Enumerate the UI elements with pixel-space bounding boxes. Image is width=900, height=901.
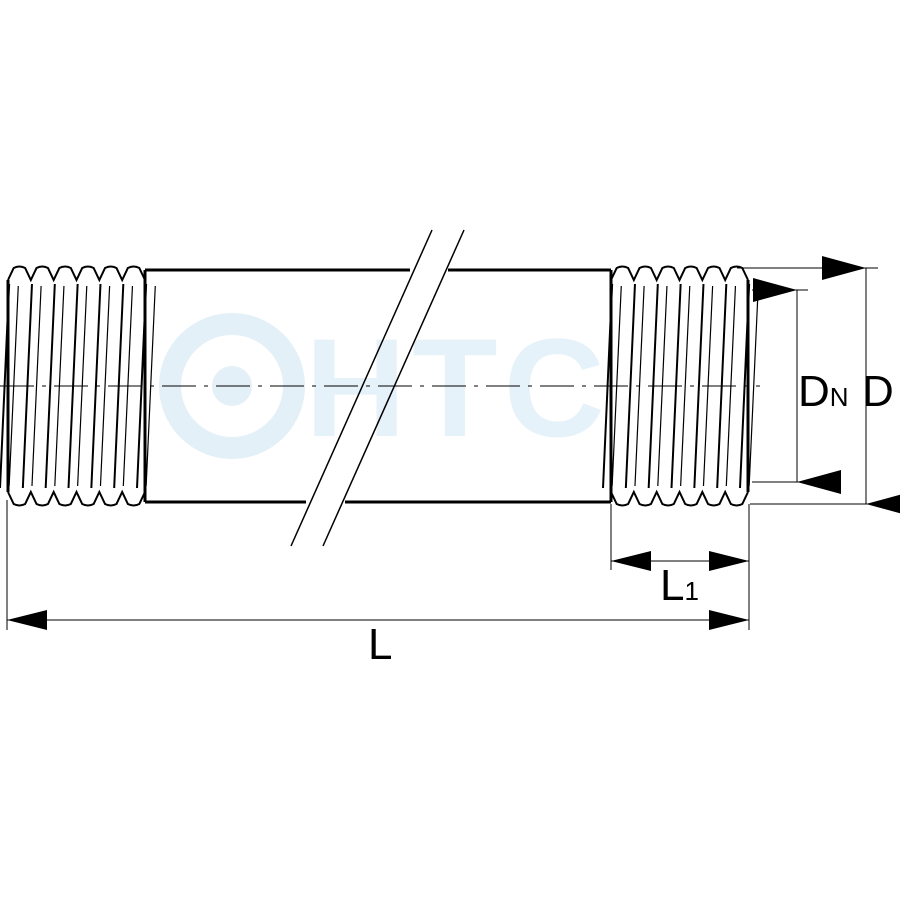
watermark-logo: HTC [159, 309, 611, 466]
left-thread-top-crest [7, 265, 146, 283]
break-lines [290, 229, 465, 547]
left-thread-thread-line [77, 285, 88, 487]
left-thread [0, 265, 156, 507]
right-thread-thread-line [725, 285, 737, 487]
right-thread-thread-line [702, 285, 714, 487]
left-thread-thread-line [44, 283, 56, 489]
left-thread-thread-line [99, 285, 111, 487]
right-thread-top-crest [610, 265, 749, 283]
d-label: D [862, 367, 894, 416]
dn-label: DN [798, 367, 849, 416]
right-thread-thread-line [680, 285, 691, 487]
left-thread-bottom-crest [7, 489, 146, 507]
left-thread-thread-line [31, 285, 42, 487]
watermark-text: HTC [305, 309, 611, 466]
left-thread-thread-line [21, 283, 33, 489]
left-thread-thread-line [136, 283, 148, 489]
left-thread-thread-line [145, 285, 156, 487]
right-thread-thread-line [716, 283, 728, 489]
right-thread-bottom-crest [610, 489, 749, 507]
right-thread-thread-line [611, 285, 622, 487]
right-thread-thread-line [657, 285, 668, 487]
left-thread-thread-line [113, 283, 125, 489]
left-thread-thread-line [67, 283, 79, 489]
l-label: L [368, 620, 392, 669]
left-thread-thread-line [90, 283, 102, 489]
left-thread-thread-line [122, 285, 134, 487]
left-thread-thread-line [54, 285, 65, 487]
right-thread-thread-line [693, 283, 705, 489]
right-thread [602, 265, 759, 507]
left-thread-thread-line [8, 285, 19, 487]
right-thread-thread-line [624, 283, 636, 489]
right-thread-thread-line [670, 283, 682, 489]
l1-label: L1 [660, 561, 699, 610]
right-thread-thread-line [634, 285, 645, 487]
right-thread-thread-line [647, 283, 659, 489]
